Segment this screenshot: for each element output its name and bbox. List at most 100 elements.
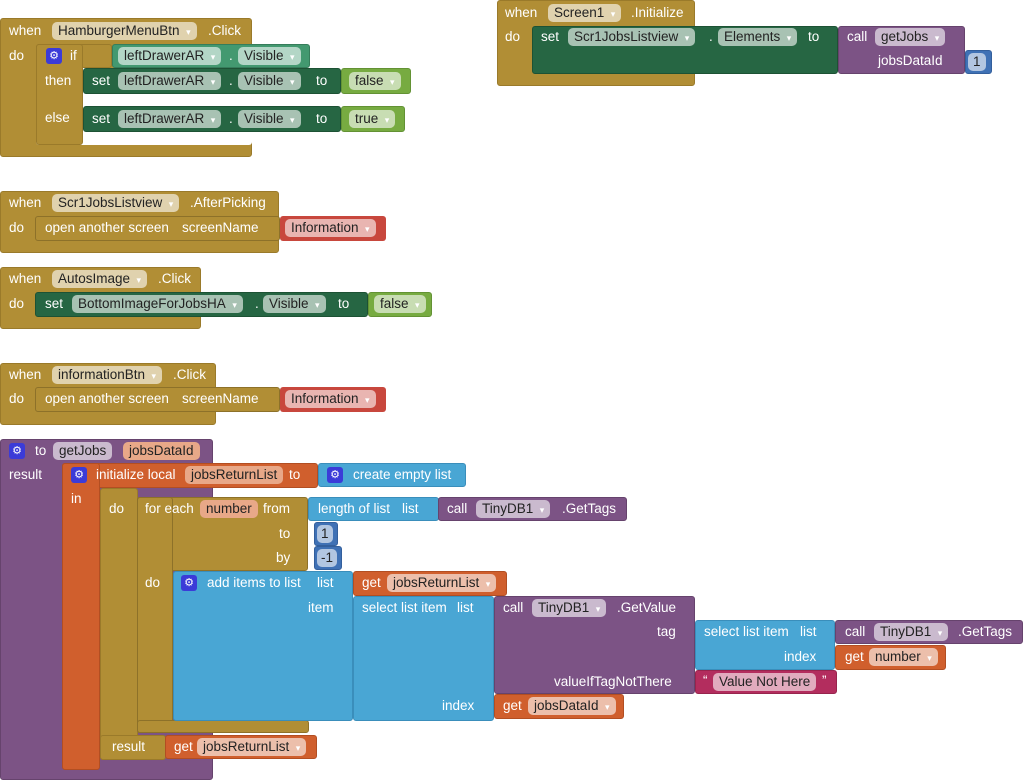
by-label: by: [276, 550, 291, 565]
component-dropdown[interactable]: HamburgerMenuBtn: [52, 22, 197, 40]
tag-label: tag: [657, 624, 676, 639]
number-field[interactable]: 1: [317, 525, 333, 543]
when-label: when: [9, 195, 42, 210]
when-label: when: [505, 5, 538, 20]
do-result-block[interactable]: [100, 488, 138, 760]
property-dropdown[interactable]: Visible: [238, 47, 301, 65]
gear-icon[interactable]: ⚙: [181, 575, 197, 591]
length-of-list-block[interactable]: [308, 497, 439, 521]
text-field[interactable]: Value Not Here: [713, 673, 817, 691]
call-label: call: [845, 624, 866, 639]
property-dropdown[interactable]: Elements: [718, 28, 798, 46]
loop-var-name[interactable]: number: [200, 500, 258, 518]
result-label: result: [112, 739, 146, 754]
component-dropdown[interactable]: Scr1JobsListview: [52, 194, 180, 212]
select-item-label: select list item: [362, 600, 447, 615]
then-label: then: [45, 73, 72, 88]
arg-label: jobsDataId: [878, 53, 943, 68]
do-label: do: [9, 391, 25, 406]
select-list-item-block[interactable]: [695, 620, 835, 670]
index-label: index: [784, 649, 817, 664]
else-label: else: [45, 110, 70, 125]
gear-icon[interactable]: ⚙: [46, 48, 62, 64]
screen-dropdown[interactable]: Information: [285, 219, 376, 237]
select-list-item-block[interactable]: [353, 596, 494, 721]
open-screen-block[interactable]: [35, 216, 280, 241]
event-label: .Click: [158, 271, 191, 286]
component-dropdown[interactable]: TinyDB1: [874, 623, 949, 641]
list-label: list: [402, 501, 419, 516]
local-var-name[interactable]: jobsReturnList: [185, 466, 284, 484]
gear-icon[interactable]: ⚙: [71, 467, 87, 483]
dot: .: [255, 296, 259, 311]
component-dropdown[interactable]: leftDrawerAR: [118, 72, 222, 90]
do-label: do: [505, 29, 521, 44]
variable-dropdown[interactable]: jobsDataId: [528, 697, 616, 715]
variable-dropdown[interactable]: jobsReturnList: [387, 574, 497, 592]
number-field[interactable]: -1: [317, 549, 338, 567]
gear-icon[interactable]: ⚙: [9, 443, 25, 459]
method-label: .GetTags: [562, 501, 617, 516]
parameter-name[interactable]: jobsDataId: [123, 442, 200, 460]
property-dropdown[interactable]: Visible: [238, 110, 301, 128]
for-each-bottom: [137, 720, 309, 733]
to-label: to: [279, 526, 291, 541]
procedure-dropdown[interactable]: getJobs: [875, 28, 946, 46]
for-each-label: for each: [145, 501, 194, 516]
quote-icon: “: [703, 673, 708, 688]
value-if-label: valueIfTagNotThere: [554, 674, 672, 689]
property-dropdown[interactable]: Visible: [238, 72, 301, 90]
do-label: do: [145, 575, 161, 590]
index-label: index: [442, 698, 475, 713]
call-label: call: [503, 600, 524, 615]
component-dropdown[interactable]: informationBtn: [52, 366, 163, 384]
screen-dropdown[interactable]: Information: [285, 390, 376, 408]
open-screen-label: open another screen: [45, 391, 169, 406]
gear-icon[interactable]: ⚙: [327, 467, 343, 483]
open-screen-label: open another screen: [45, 220, 169, 235]
property-dropdown[interactable]: Visible: [263, 295, 326, 313]
when-label: when: [9, 271, 42, 286]
get-label: get: [503, 698, 522, 713]
boolean-dropdown[interactable]: false: [374, 295, 426, 313]
do-label: do: [109, 501, 125, 516]
component-dropdown[interactable]: Screen1: [548, 4, 622, 22]
component-dropdown[interactable]: leftDrawerAR: [118, 47, 222, 65]
screenname-label: screenName: [182, 220, 259, 235]
component-dropdown[interactable]: AutosImage: [52, 270, 148, 288]
to-label: to: [35, 443, 47, 458]
boolean-dropdown[interactable]: false: [349, 72, 401, 90]
add-items-block[interactable]: [173, 571, 353, 721]
method-label: .GetTags: [958, 624, 1013, 639]
get-label: get: [174, 739, 193, 754]
to-label: to: [316, 73, 328, 88]
to-label: to: [808, 29, 820, 44]
variable-dropdown[interactable]: number: [869, 648, 938, 666]
number-field[interactable]: 1: [968, 53, 986, 71]
add-items-label: add items to list: [207, 575, 301, 590]
procedure-name-field[interactable]: getJobs: [53, 442, 113, 460]
open-screen-block[interactable]: [35, 387, 280, 412]
quote-icon: ”: [822, 673, 827, 688]
call-label: call: [847, 29, 868, 44]
component-dropdown[interactable]: leftDrawerAR: [118, 110, 222, 128]
set-label: set: [541, 29, 560, 44]
component-dropdown[interactable]: Scr1JobsListview: [568, 28, 696, 46]
dot: .: [229, 73, 233, 88]
component-dropdown[interactable]: BottomImageForJobsHA: [72, 295, 243, 313]
set-label: set: [92, 73, 111, 88]
component-dropdown[interactable]: TinyDB1: [476, 500, 551, 518]
variable-dropdown[interactable]: jobsReturnList: [197, 738, 307, 756]
list-label: list: [317, 575, 334, 590]
length-of-list-label: length of list: [318, 501, 391, 516]
event-label: .Initialize: [631, 5, 684, 20]
for-each-column: [137, 497, 173, 733]
do-label: do: [9, 220, 25, 235]
when-label: when: [9, 23, 42, 38]
component-dropdown[interactable]: TinyDB1: [532, 599, 607, 617]
from-label: from: [263, 501, 290, 516]
dot: .: [709, 29, 713, 44]
screenname-label: screenName: [182, 391, 259, 406]
boolean-dropdown[interactable]: true: [349, 110, 396, 128]
list-label: list: [800, 624, 817, 639]
